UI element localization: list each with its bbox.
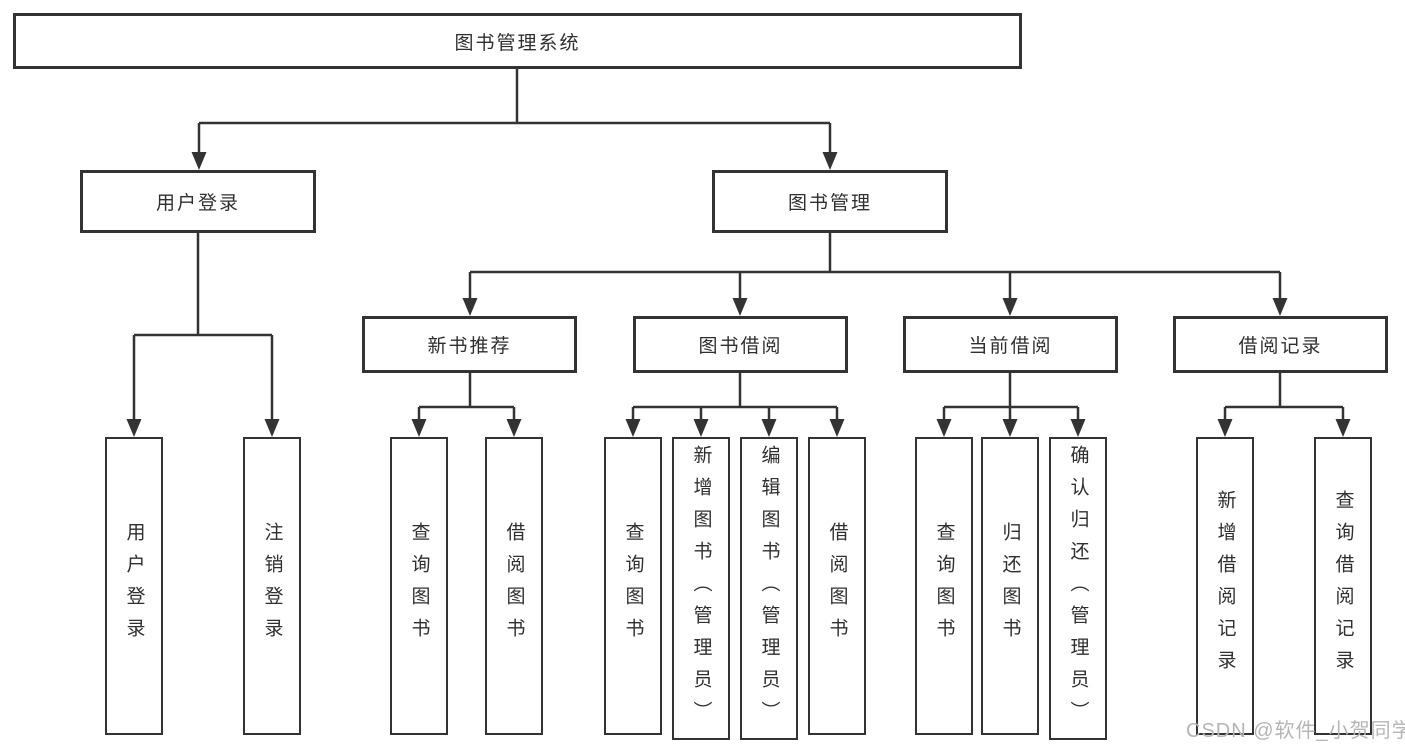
leaf-nbr-query-book-label: 查询图书 [408, 522, 430, 650]
leaf-cb-confirm-return-admin: 确认归还（管理员） [1049, 437, 1107, 740]
leaf-bb-borrow-book-label: 借阅图书 [826, 522, 848, 650]
node-user-login: 用户登录 [80, 170, 316, 233]
leaf-br-query-record: 查询借阅记录 [1314, 437, 1372, 735]
leaf-br-add-record: 新增借阅记录 [1196, 437, 1254, 735]
leaf-cb-confirm-return-admin-label: 确认归还（管理员） [1067, 444, 1089, 733]
node-current-borrow: 当前借阅 [903, 316, 1118, 373]
leaf-cb-return-book: 归还图书 [981, 437, 1039, 735]
node-borrow-record: 借阅记录 [1173, 316, 1388, 373]
node-book-management-label: 图书管理 [787, 193, 872, 214]
leaf-bb-borrow-book: 借阅图书 [808, 437, 866, 735]
node-user-login-label: 用户登录 [155, 193, 240, 214]
node-new-book-recommend-label: 新书推荐 [427, 336, 512, 357]
leaf-nbr-borrow-book: 借阅图书 [485, 437, 543, 735]
node-book-management: 图书管理 [712, 170, 948, 233]
arrowheads [126, 152, 1351, 437]
node-root: 图书管理系统 [13, 13, 1022, 69]
leaf-bb-edit-book-admin: 编辑图书（管理员） [740, 437, 798, 740]
leaf-user-login-label: 用户登录 [123, 522, 145, 650]
node-new-book-recommend: 新书推荐 [362, 316, 577, 373]
leaf-logout-label: 注销登录 [261, 522, 283, 650]
leaf-bb-add-book-admin-label: 新增图书（管理员） [690, 444, 712, 733]
node-book-borrow: 图书借阅 [633, 316, 848, 373]
leaf-cb-query-book-label: 查询图书 [933, 522, 955, 650]
leaf-bb-query-book: 查询图书 [604, 437, 662, 735]
node-root-label: 图书管理系统 [454, 32, 581, 54]
leaf-br-query-record-label: 查询借阅记录 [1332, 490, 1354, 682]
leaf-logout: 注销登录 [243, 437, 301, 735]
leaf-cb-query-book: 查询图书 [915, 437, 973, 735]
leaf-br-add-record-label: 新增借阅记录 [1214, 490, 1236, 682]
leaf-cb-return-book-label: 归还图书 [999, 522, 1021, 650]
node-book-borrow-label: 图书借阅 [698, 336, 783, 357]
leaf-nbr-borrow-book-label: 借阅图书 [503, 522, 525, 650]
leaf-nbr-query-book: 查询图书 [390, 437, 448, 735]
node-current-borrow-label: 当前借阅 [968, 336, 1053, 357]
node-borrow-record-label: 借阅记录 [1238, 336, 1323, 357]
leaf-user-login: 用户登录 [105, 437, 163, 735]
leaf-bb-query-book-label: 查询图书 [622, 522, 644, 650]
leaf-bb-edit-book-admin-label: 编辑图书（管理员） [758, 444, 780, 733]
leaf-bb-add-book-admin: 新增图书（管理员） [672, 437, 730, 740]
csdn-watermark: CSDN @软件_小贺同学 [1186, 720, 1405, 742]
